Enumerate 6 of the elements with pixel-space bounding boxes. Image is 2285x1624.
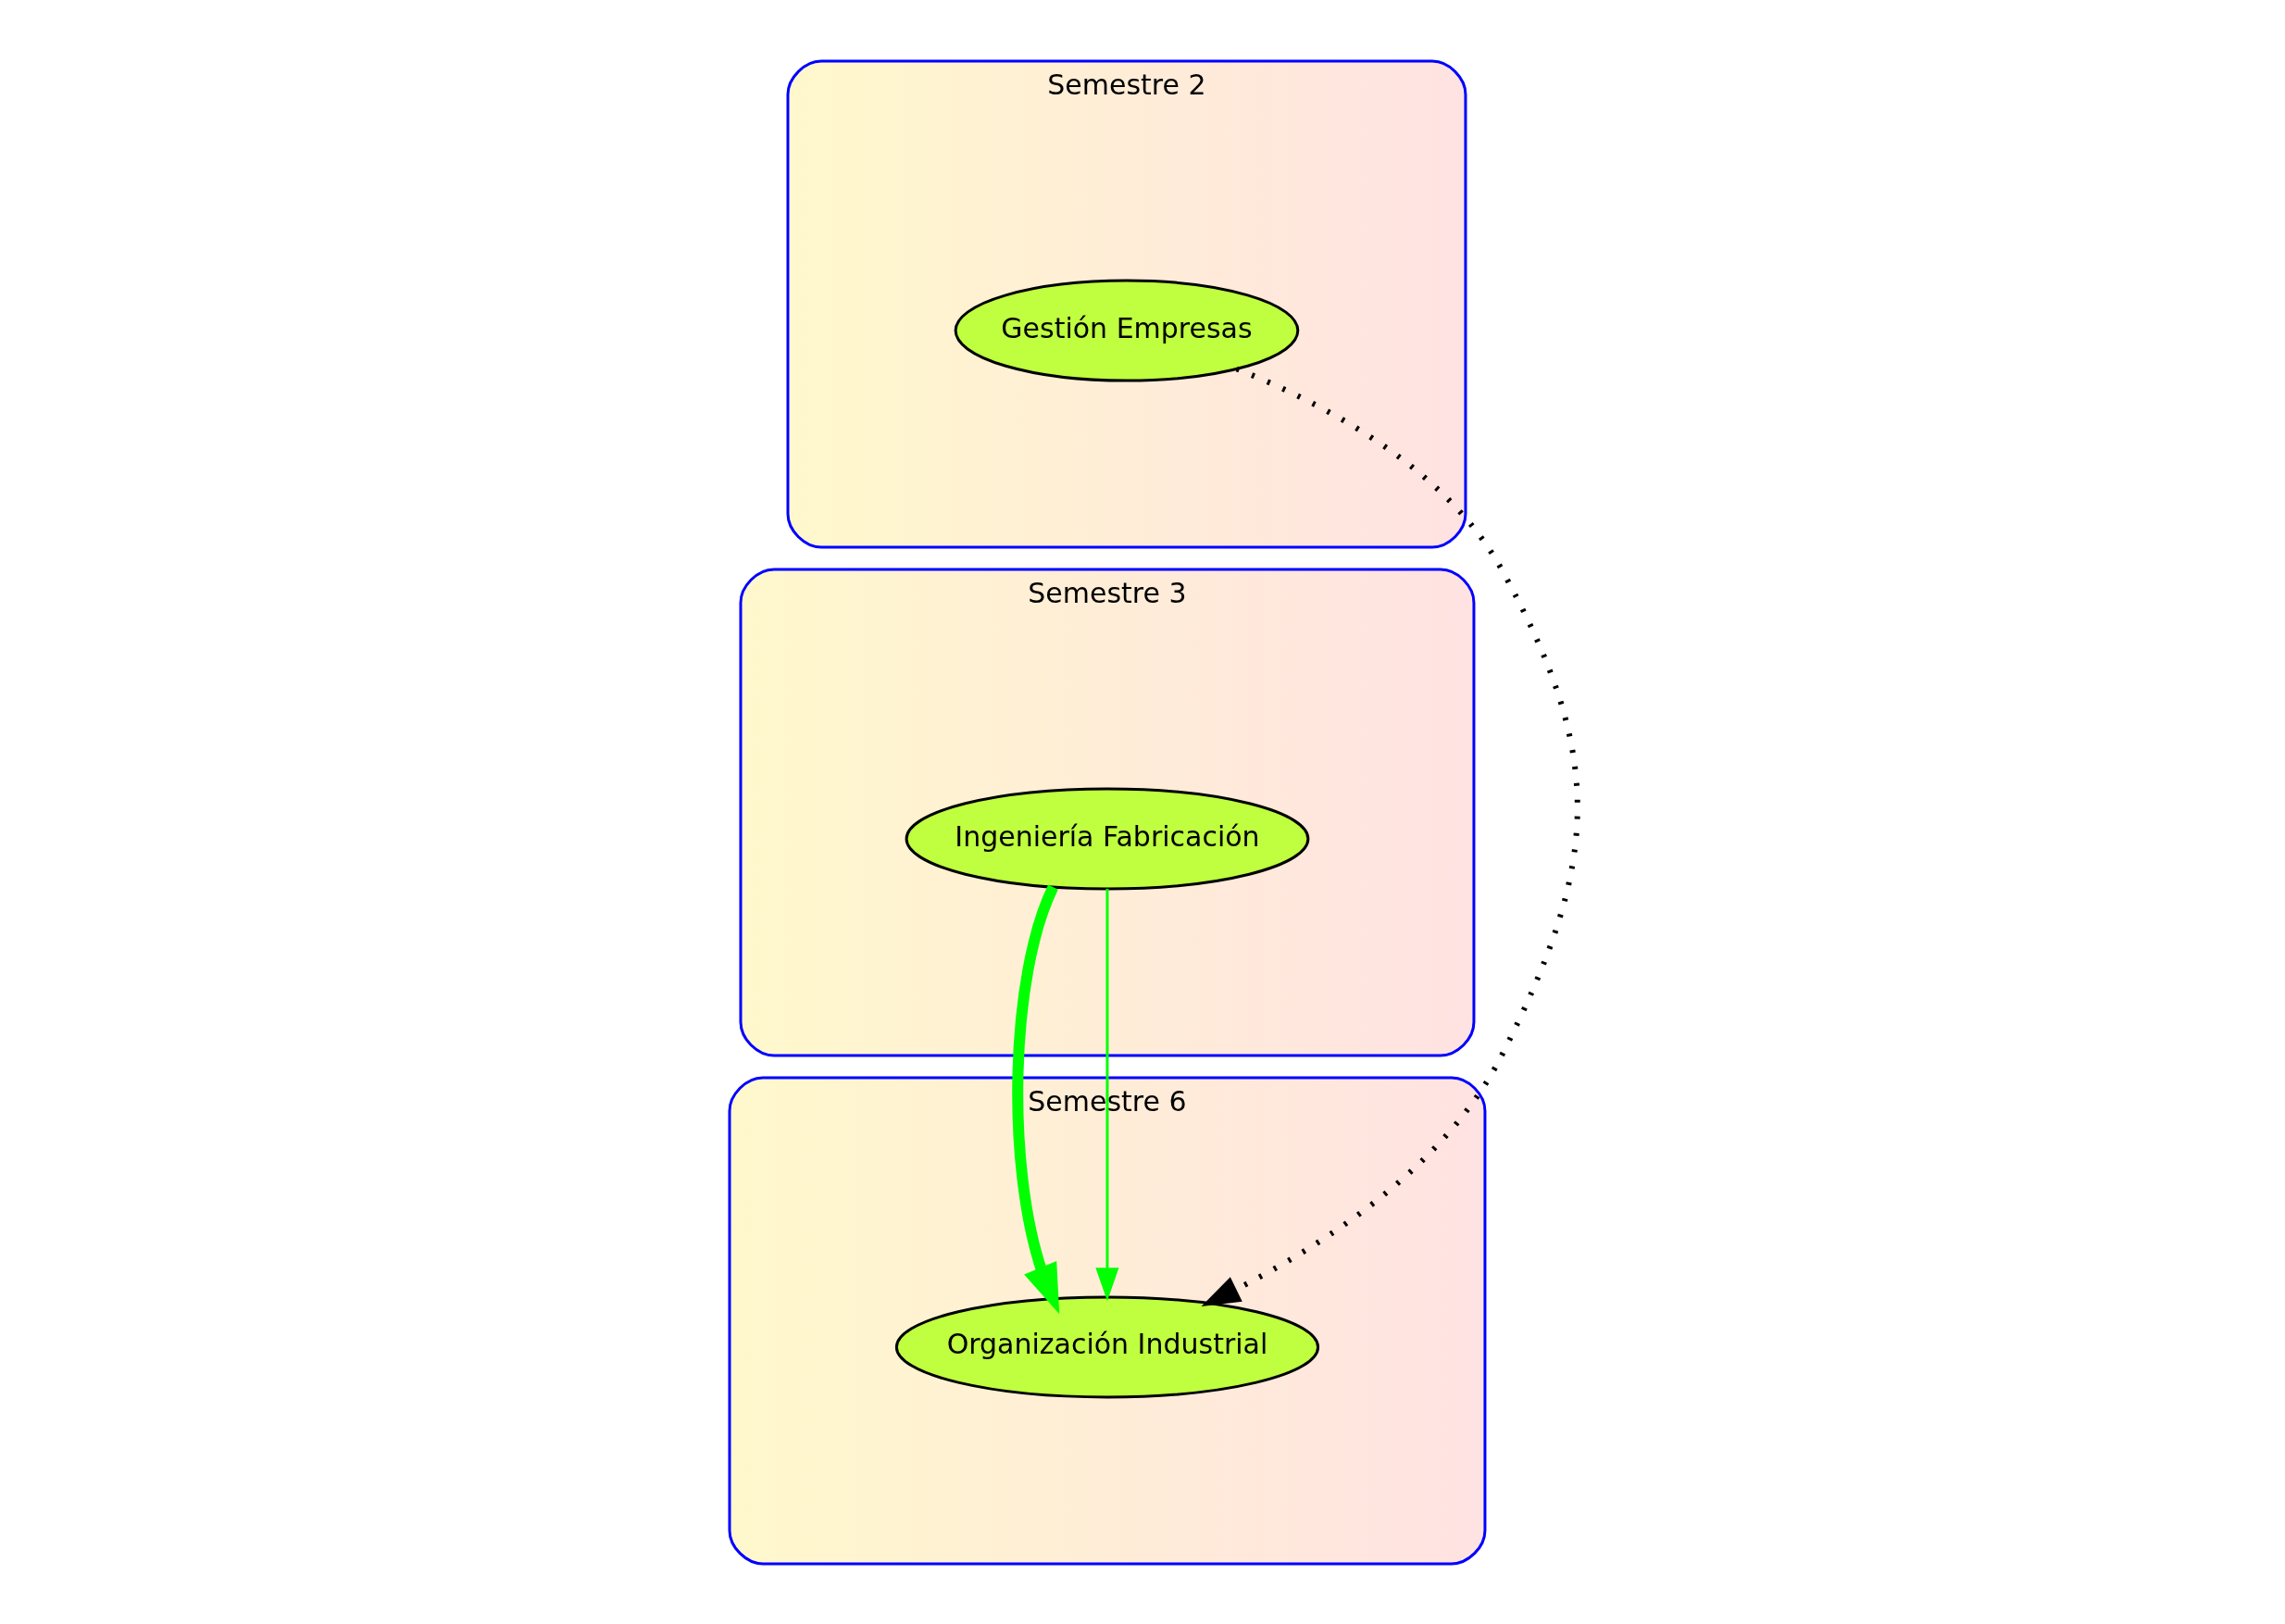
- arrow: [1012, 884, 1060, 1314]
- node-ellipse: Organización Industrial: [894, 1294, 1320, 1398]
- node-ellipse: Gestión Empresas: [954, 279, 1300, 382]
- arrow: [1201, 366, 1580, 1306]
- arrow: [1095, 888, 1119, 1301]
- node-ellipse: Ingeniería Fabricación: [905, 787, 1310, 890]
